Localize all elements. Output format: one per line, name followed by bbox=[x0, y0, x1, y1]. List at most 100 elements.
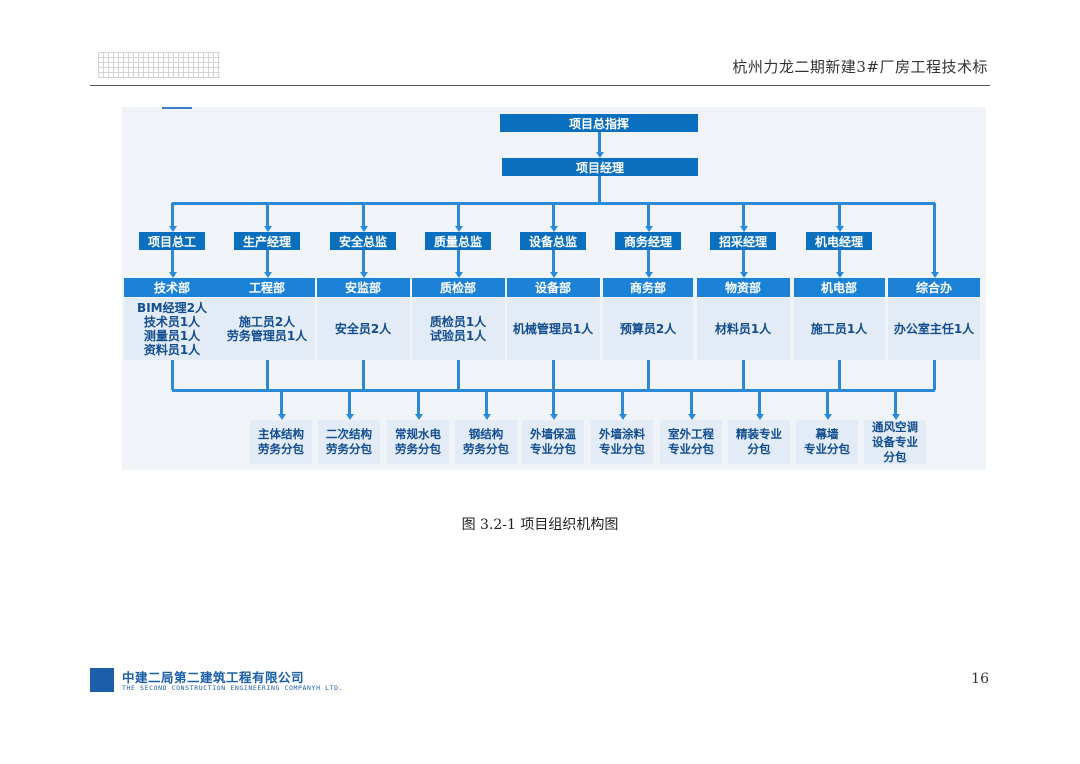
connector-line bbox=[838, 203, 841, 227]
node-lead: 生产经理 bbox=[234, 232, 300, 250]
connector-line bbox=[171, 250, 174, 273]
connector-line bbox=[457, 360, 460, 390]
company-name-cn: 中建二局第二建筑工程有限公司 bbox=[122, 670, 305, 685]
node-lead: 项目总工 bbox=[139, 232, 205, 250]
connector-line bbox=[266, 250, 269, 273]
node-lead: 质量总监 bbox=[425, 232, 491, 250]
arrow-head-icon bbox=[359, 226, 368, 232]
arrow-head-icon bbox=[168, 226, 177, 232]
connector-line bbox=[933, 203, 936, 273]
org-chart: 项目总指挥项目经理项目总工生产经理安全总监质量总监设备总监商务经理招采经理机电经… bbox=[122, 107, 986, 470]
arrow-head-icon bbox=[277, 414, 286, 420]
department-header: 物资部 bbox=[696, 278, 790, 297]
arrow-head-icon bbox=[930, 272, 939, 278]
connector-line bbox=[647, 203, 650, 227]
connector-line bbox=[552, 390, 555, 415]
node-project-manager: 项目经理 bbox=[502, 158, 698, 176]
connector-line bbox=[362, 203, 365, 227]
arrow-head-icon bbox=[549, 414, 558, 420]
figure-caption: 图 3.2-1 项目组织机构图 bbox=[461, 517, 619, 533]
department-staff: 办公室主任1人 bbox=[888, 298, 980, 360]
arrow-head-icon bbox=[835, 226, 844, 232]
department-header: 质检部 bbox=[411, 278, 505, 297]
arrow-head-icon bbox=[823, 414, 832, 420]
arrow-head-icon bbox=[739, 226, 748, 232]
department-header: 技术部 bbox=[124, 278, 220, 297]
subcontract-box: 钢结构劳务分包 bbox=[455, 420, 517, 464]
arrow-head-icon bbox=[835, 272, 844, 278]
subcontract-box: 主体结构劳务分包 bbox=[250, 420, 312, 464]
node-lead: 安全总监 bbox=[330, 232, 396, 250]
connector-line bbox=[417, 390, 420, 415]
arrow-head-icon bbox=[263, 226, 272, 232]
connector-line bbox=[362, 360, 365, 390]
department-header: 商务部 bbox=[603, 278, 693, 297]
connector-line bbox=[742, 360, 745, 390]
connector-line bbox=[457, 203, 460, 227]
connector-line bbox=[552, 360, 555, 390]
page-number: 16 bbox=[971, 671, 989, 687]
connector-line bbox=[485, 390, 488, 415]
node-lead: 招采经理 bbox=[710, 232, 776, 250]
arrow-head-icon bbox=[454, 226, 463, 232]
arrow-head-icon bbox=[687, 414, 696, 420]
connector-line bbox=[647, 250, 650, 273]
arrow-head-icon bbox=[549, 226, 558, 232]
subcontract-box: 常规水电劳务分包 bbox=[387, 420, 449, 464]
node-project-director: 项目总指挥 bbox=[500, 114, 698, 132]
department-header: 综合办 bbox=[888, 278, 980, 297]
company-logo-icon bbox=[90, 668, 114, 692]
arrow-head-icon bbox=[414, 414, 423, 420]
department-staff: 机械管理员1人 bbox=[506, 298, 600, 360]
subcontract-box: 二次结构劳务分包 bbox=[318, 420, 380, 464]
arrow-head-icon bbox=[644, 226, 653, 232]
connector-line bbox=[742, 203, 745, 227]
department-staff: 预算员2人 bbox=[603, 298, 693, 360]
subcontract-box: 通风空调设备专业分包 bbox=[864, 420, 926, 464]
arrow-head-icon bbox=[595, 152, 604, 158]
connector-line bbox=[758, 390, 761, 415]
connector-line bbox=[552, 203, 555, 227]
department-staff: BIM经理2人技术员1人测量员1人资料员1人 bbox=[124, 298, 220, 360]
connector-line bbox=[280, 390, 283, 415]
department-header: 机电部 bbox=[793, 278, 885, 297]
connector-line bbox=[621, 390, 624, 415]
arrow-head-icon bbox=[168, 272, 177, 278]
department-staff: 材料员1人 bbox=[696, 298, 790, 360]
connector-line bbox=[826, 390, 829, 415]
subcontract-box: 精装专业分包 bbox=[728, 420, 790, 464]
arrow-head-icon bbox=[549, 272, 558, 278]
connector-line bbox=[348, 390, 351, 415]
department-staff: 施工员2人劳务管理员1人 bbox=[219, 298, 315, 360]
arrow-head-icon bbox=[739, 272, 748, 278]
company-name-en: THE SECOND CONSTRUCTION ENGINEERING COMP… bbox=[122, 684, 344, 692]
connector-line bbox=[894, 390, 897, 415]
connector-line bbox=[266, 360, 269, 390]
connector-line bbox=[647, 360, 650, 390]
department-staff: 施工员1人 bbox=[793, 298, 885, 360]
arrow-head-icon bbox=[618, 414, 627, 420]
subcontract-box: 幕墙专业分包 bbox=[796, 420, 858, 464]
node-lead: 机电经理 bbox=[806, 232, 872, 250]
arrow-head-icon bbox=[755, 414, 764, 420]
arrow-head-icon bbox=[891, 414, 900, 420]
header-watermark bbox=[98, 52, 220, 78]
connector-line bbox=[838, 250, 841, 273]
connector-line bbox=[598, 176, 601, 203]
arrow-head-icon bbox=[263, 272, 272, 278]
arrow-head-icon bbox=[359, 272, 368, 278]
connector-line bbox=[742, 250, 745, 273]
subcontract-box: 外墙保温专业分包 bbox=[522, 420, 584, 464]
connector-line bbox=[933, 360, 936, 390]
arrow-head-icon bbox=[454, 272, 463, 278]
department-header: 设备部 bbox=[506, 278, 600, 297]
arrow-head-icon bbox=[644, 272, 653, 278]
connector-line bbox=[838, 360, 841, 390]
department-staff: 安全员2人 bbox=[316, 298, 410, 360]
connector-line bbox=[598, 132, 601, 153]
subcontract-box: 外墙涂料专业分包 bbox=[591, 420, 653, 464]
header-divider bbox=[90, 85, 990, 86]
department-header: 安监部 bbox=[316, 278, 410, 297]
connector-line bbox=[457, 250, 460, 273]
department-staff: 质检员1人试验员1人 bbox=[411, 298, 505, 360]
